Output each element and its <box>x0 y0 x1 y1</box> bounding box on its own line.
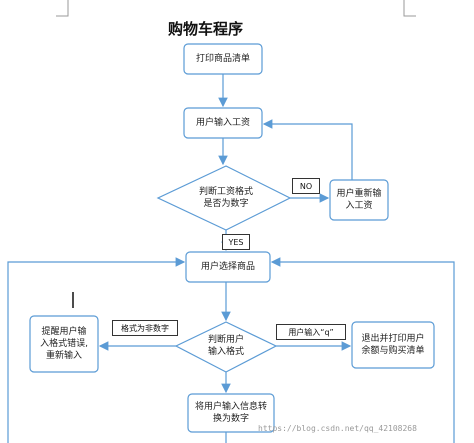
edge-label-input-q: 用户输入“q” <box>276 324 346 340</box>
page-corner-marks <box>56 0 416 17</box>
node-select-goods <box>185 251 271 283</box>
edge-reinput-to-input <box>262 119 353 180</box>
edge-left-loop <box>7 257 186 443</box>
label-check-salary: 判断工资格式 是否为数字 <box>198 187 253 209</box>
label-check-input: 判断用户 输入格式 <box>207 335 244 357</box>
watermark-text: https://blog.csdn.net/qq_42108268 <box>258 424 417 433</box>
page-title: 购物车程序 <box>168 20 244 38</box>
label-input-salary: 用户输入工资 <box>195 118 250 128</box>
node-remind-error <box>29 315 99 373</box>
node-reinput-salary <box>329 179 389 221</box>
label-remind-error: 提醒用户输 入格式错误, 重新输入 <box>40 327 88 361</box>
label-print-goods: 打印商品清单 <box>195 54 250 64</box>
edge-label-no: NO <box>292 178 320 194</box>
label-reinput-salary: 用户重新输 入工资 <box>336 189 382 211</box>
label-convert-number: 将用户输入信息转 换为数字 <box>194 402 267 424</box>
node-convert-number <box>187 393 275 433</box>
label-exit-print: 退出并打印用户 余额与购买清单 <box>361 334 425 356</box>
edge-label-yes: YES <box>222 234 250 250</box>
edge-label-not-number: 格式为非数字 <box>112 320 178 336</box>
label-select-goods: 用户选择商品 <box>200 262 255 272</box>
edge-right-loop <box>270 257 455 443</box>
node-exit-print <box>351 321 435 369</box>
